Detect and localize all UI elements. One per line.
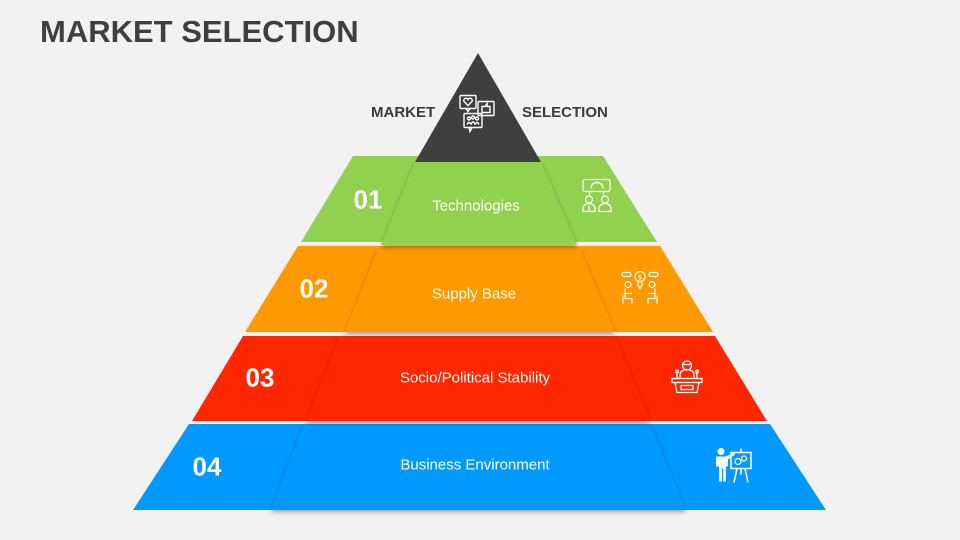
level-1-number: 01 xyxy=(353,184,383,215)
team-gear-discussion-icon xyxy=(580,178,614,221)
level-4-band xyxy=(133,424,826,510)
speaker-podium-icon xyxy=(669,359,705,400)
social-feedback-icon xyxy=(458,94,498,139)
svg-text:$: $ xyxy=(638,274,642,282)
level-2-band xyxy=(245,246,713,332)
level-2-label: Supply Base xyxy=(431,285,517,303)
level-3-number: 03 xyxy=(245,362,275,393)
level-4-number: 04 xyxy=(192,451,222,482)
presenter-easel-icon xyxy=(713,445,753,490)
level-1-label: Technologies xyxy=(432,197,520,215)
page-title: MARKET SELECTION xyxy=(40,14,359,49)
level-4-label: Business Environment xyxy=(400,456,550,474)
level-2-number: 02 xyxy=(299,273,329,304)
level-3-label: Socio/Political Stability xyxy=(399,369,551,387)
business-meeting-idea-icon: $ xyxy=(621,270,659,311)
apex-right-label: SELECTION xyxy=(522,104,608,121)
apex-left-label: MARKET xyxy=(371,104,436,121)
level-1-band xyxy=(301,156,657,245)
level-3-band xyxy=(192,336,767,421)
